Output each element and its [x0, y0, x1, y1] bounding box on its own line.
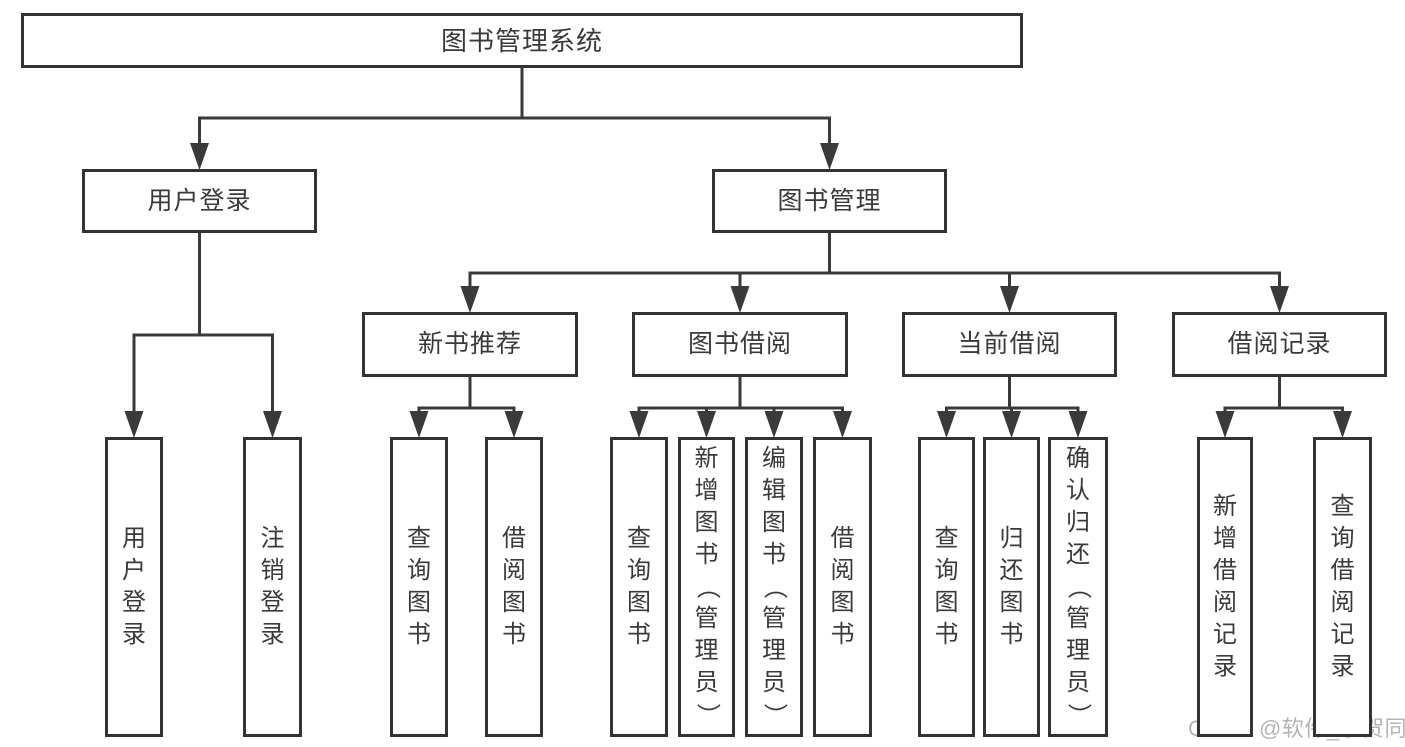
- node-label: 图书借阅: [687, 330, 792, 358]
- node-label: 查询图书: [407, 525, 431, 648]
- node-label: 当前借阅: [957, 330, 1062, 358]
- node-label: 图书管理系统: [440, 25, 603, 56]
- arrowhead-icon: [937, 411, 956, 438]
- node-label: 用户登录: [147, 186, 252, 215]
- arrowhead-icon: [629, 411, 649, 438]
- arrowhead-icon: [1068, 411, 1088, 438]
- node-return-books: 归还图书: [983, 437, 1040, 737]
- node-logout: 注销登录: [243, 437, 302, 737]
- node-label: 借阅图书: [502, 525, 526, 648]
- node-label: 用户登录: [122, 525, 146, 648]
- node-label: 借阅记录: [1227, 330, 1332, 358]
- node-label: 新增借阅记录: [1213, 493, 1237, 680]
- arrowhead-icon: [1270, 286, 1289, 313]
- arrowhead-icon: [409, 411, 429, 438]
- node-book-borrowing: 图书借阅: [632, 312, 848, 377]
- node-user-login: 用户登录: [105, 437, 163, 737]
- node-label: 查询图书: [627, 525, 651, 648]
- arrowhead-icon: [1215, 411, 1235, 438]
- node-book-management: 图书管理: [712, 169, 947, 233]
- node-edit-books-admin: 编辑图书（管理员）: [745, 437, 803, 737]
- node-label: 图书管理: [777, 186, 882, 215]
- node-user-login-module: 用户登录: [82, 169, 317, 233]
- node-query-books-2: 查询图书: [610, 437, 668, 737]
- node-add-books-admin: 新增图书（管理员）: [678, 437, 735, 737]
- node-query-books-1: 查询图书: [390, 437, 448, 737]
- node-query-books-3: 查询图书: [918, 437, 975, 737]
- node-label: 借阅图书: [830, 525, 855, 648]
- arrowhead-icon: [730, 286, 750, 313]
- node-current-borrowing: 当前借阅: [902, 312, 1117, 377]
- node-library-system: 图书管理系统: [21, 13, 1023, 68]
- node-borrowing-records: 借阅记录: [1172, 312, 1387, 377]
- arrowhead-icon: [460, 286, 480, 313]
- node-label: 查询图书: [934, 525, 959, 648]
- node-borrow-books-1: 借阅图书: [485, 437, 543, 737]
- arrowhead-icon: [820, 143, 839, 170]
- arrowhead-icon: [697, 411, 716, 438]
- node-new-book-recommend: 新书推荐: [362, 312, 578, 377]
- arrowhead-icon: [764, 411, 784, 438]
- arrowhead-icon: [263, 411, 282, 438]
- node-label: 确认归还（管理员）: [1065, 445, 1092, 728]
- arrowhead-icon: [124, 411, 144, 438]
- node-label: 查询借阅记录: [1330, 493, 1355, 680]
- node-add-borrow-record: 新增借阅记录: [1197, 437, 1253, 737]
- node-label: 编辑图书（管理员）: [761, 445, 788, 728]
- node-borrow-books-2: 借阅图书: [813, 437, 872, 737]
- node-label: 新书推荐: [417, 330, 522, 358]
- node-label: 新增图书（管理员）: [693, 445, 721, 728]
- node-query-borrow-record: 查询借阅记录: [1313, 437, 1372, 737]
- node-confirm-return-admin: 确认归还（管理员）: [1048, 437, 1108, 737]
- node-label: 归还图书: [999, 525, 1024, 648]
- node-label: 注销登录: [260, 525, 285, 648]
- arrowhead-icon: [1000, 286, 1019, 313]
- arrowhead-icon: [190, 143, 209, 170]
- arrowhead-icon: [504, 411, 524, 438]
- arrowhead-icon: [833, 411, 852, 438]
- arrowhead-icon: [1333, 411, 1352, 438]
- arrowhead-icon: [1002, 411, 1021, 438]
